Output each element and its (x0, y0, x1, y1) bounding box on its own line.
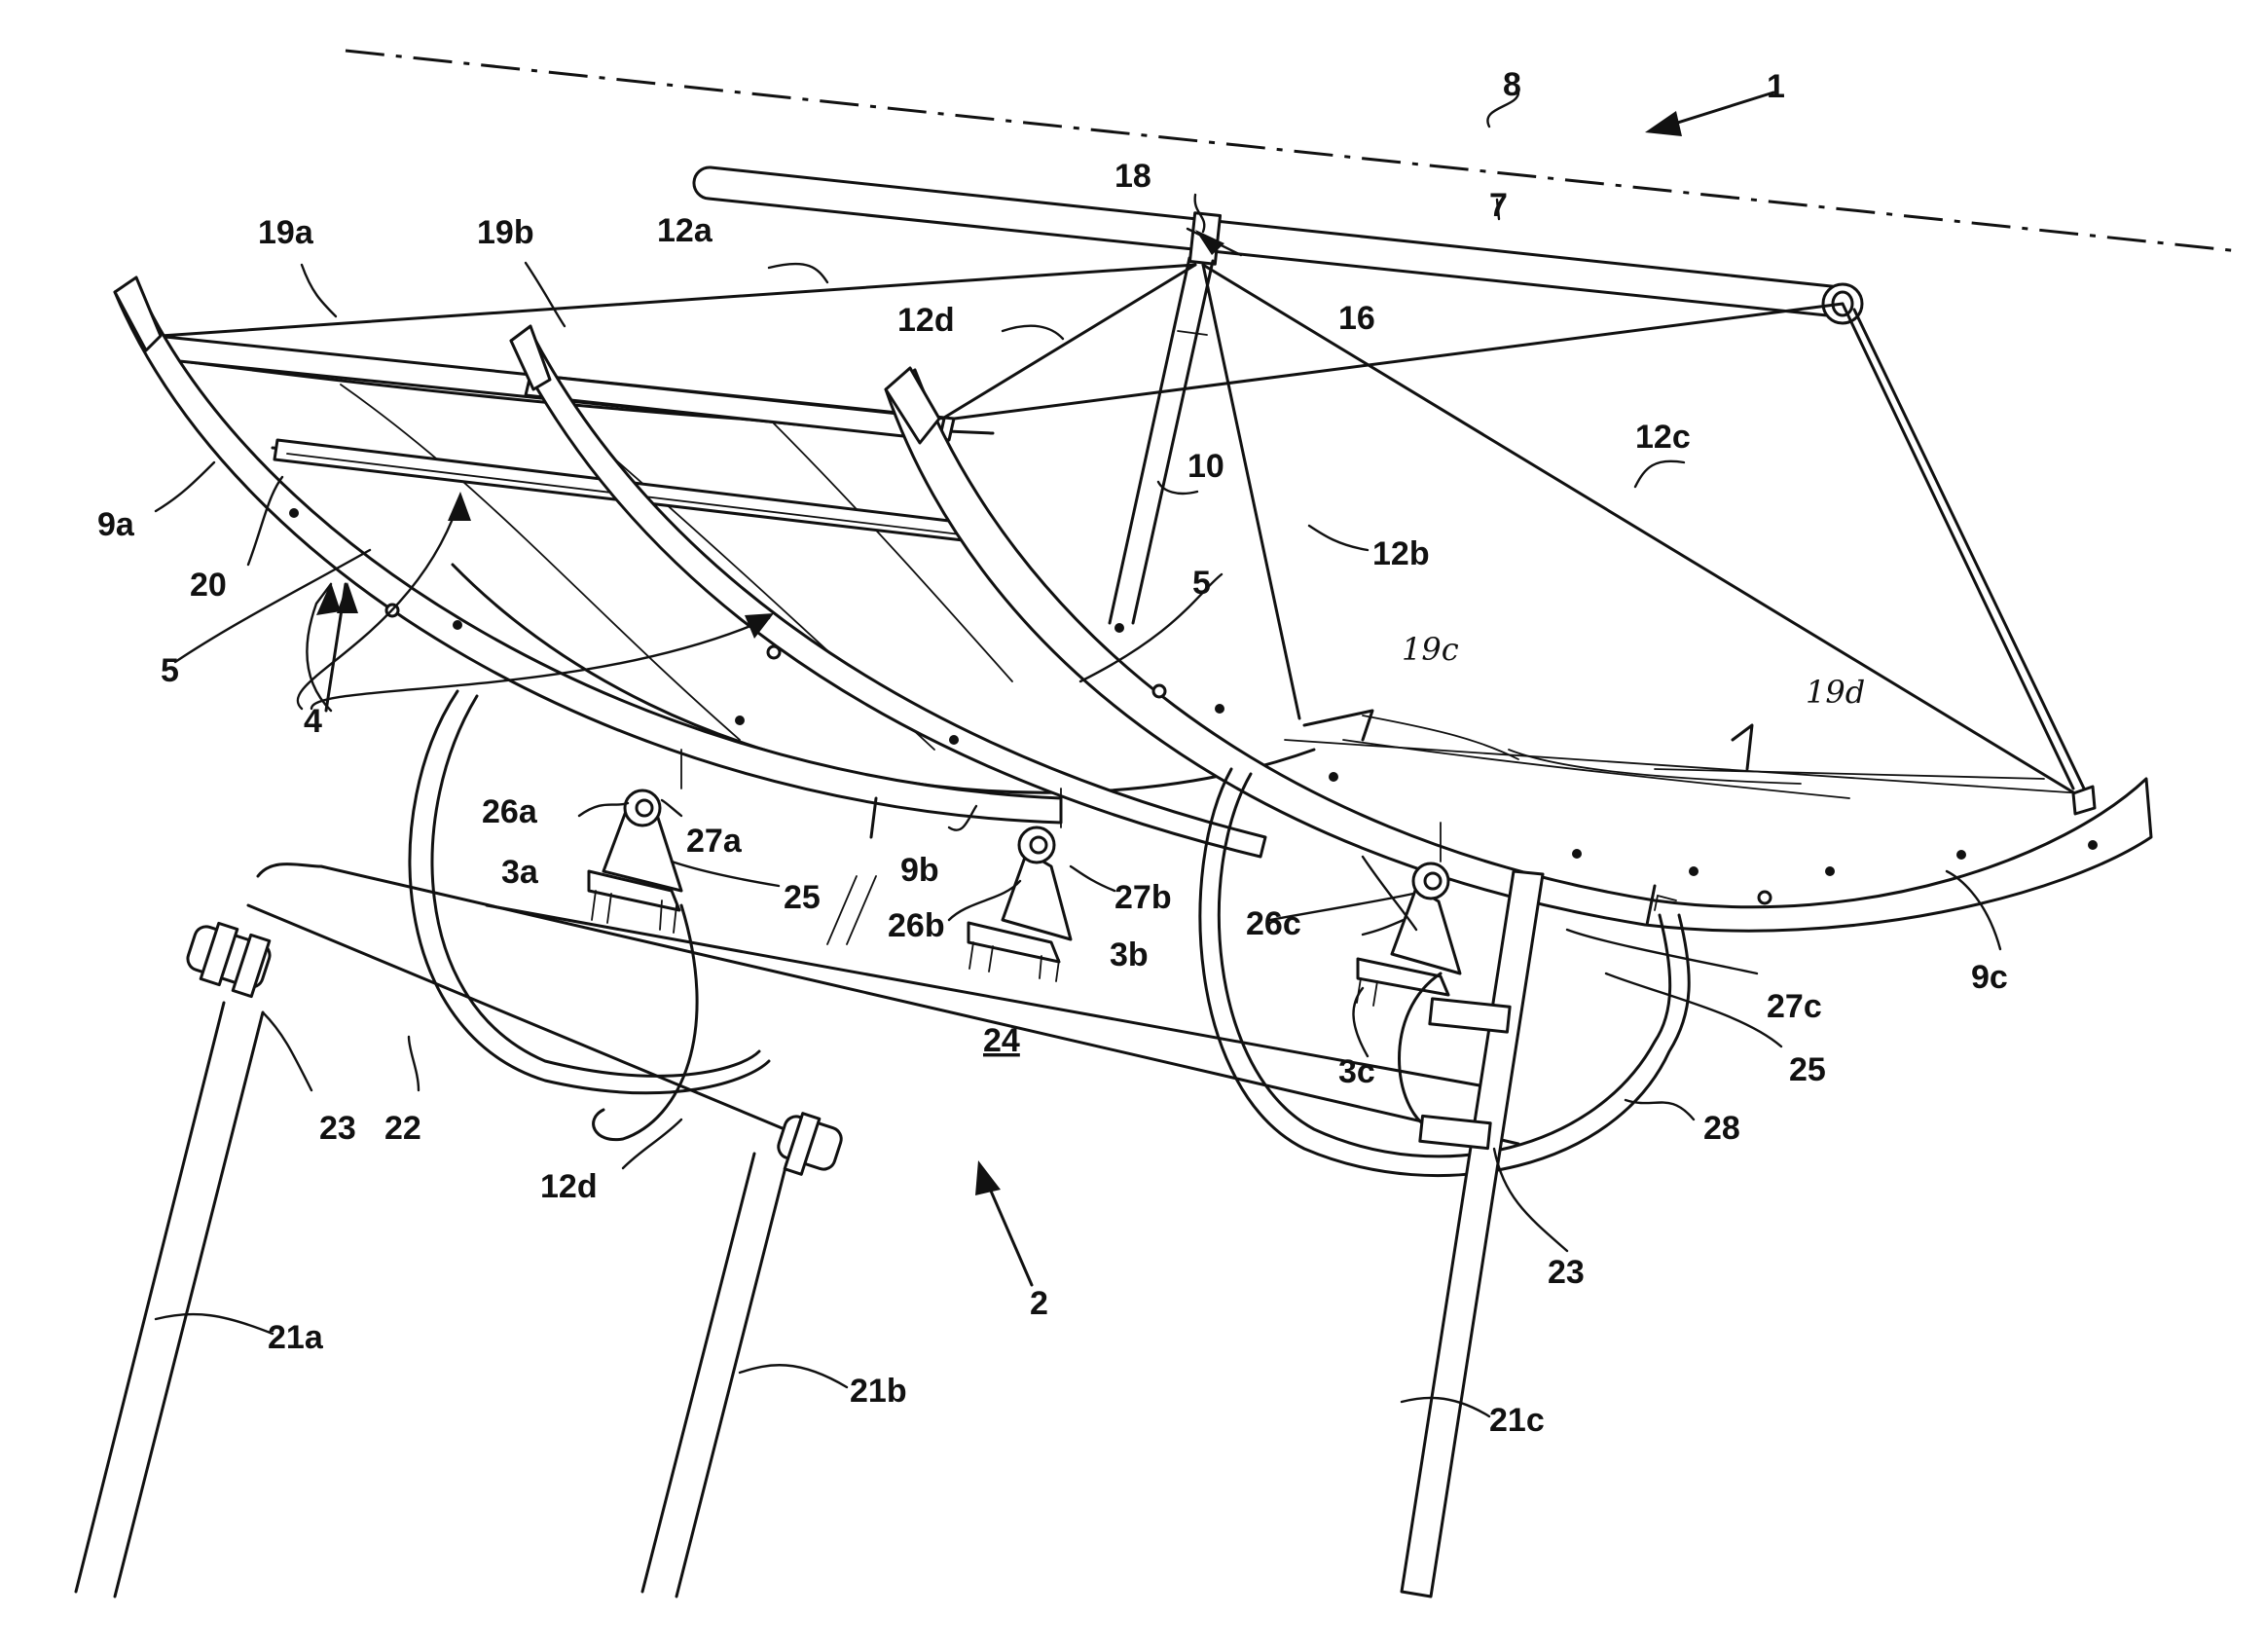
label-12d-top: 12d (897, 302, 955, 339)
label-2: 2 (1030, 1285, 1048, 1322)
label-21b: 21b (850, 1373, 907, 1410)
label-26c: 26c (1246, 905, 1301, 942)
base-frame (248, 864, 1518, 1145)
label-26b: 26b (888, 907, 945, 944)
label-28: 28 (1703, 1110, 1740, 1147)
label-26a: 26a (482, 793, 538, 830)
label-5-mid: 5 (1192, 565, 1211, 602)
label-23-right: 23 (1548, 1254, 1585, 1291)
label-27c: 27c (1767, 988, 1822, 1025)
label-9b: 9b (900, 852, 939, 889)
cable-loop-c (1400, 973, 1442, 1129)
label-5-left: 5 (161, 652, 179, 689)
reflector-panels (175, 360, 2083, 798)
label-21c: 21c (1489, 1402, 1545, 1439)
label-3b: 3b (1110, 936, 1149, 973)
axis-line (346, 51, 2239, 251)
label-19a: 19a (258, 214, 314, 251)
label-19d: 19d (1806, 674, 1865, 711)
label-27b: 27b (1114, 879, 1172, 916)
support-pipe (694, 167, 1862, 323)
label-12d-bottom: 12d (540, 1168, 598, 1205)
label-12a: 12a (657, 212, 713, 249)
label-18: 18 (1114, 158, 1151, 195)
label-3c: 3c (1338, 1053, 1375, 1090)
label-20: 20 (190, 567, 227, 604)
label-9a: 9a (97, 506, 135, 543)
label-24: 24 (983, 1022, 1020, 1059)
label-21a: 21a (268, 1319, 324, 1356)
tension-cables (161, 265, 2085, 798)
label-9c: 9c (1971, 959, 2008, 996)
label-4: 4 (304, 703, 322, 740)
label-19b: 19b (477, 214, 534, 251)
label-25-left: 25 (784, 879, 821, 916)
label-27a: 27a (686, 823, 743, 860)
label-10: 10 (1187, 448, 1224, 485)
label-12b: 12b (1372, 535, 1430, 572)
reference-labels: 1 8 7 18 12a 19a 19b 12d 16 12c 10 12b 9… (97, 66, 2008, 1439)
label-8: 8 (1503, 66, 1521, 103)
label-23-left: 23 (319, 1110, 356, 1147)
label-22: 22 (384, 1110, 421, 1147)
label-16: 16 (1338, 300, 1375, 337)
label-3a: 3a (501, 854, 539, 891)
frame-9c (886, 368, 2151, 931)
label-1: 1 (1767, 68, 1785, 105)
label-19c: 19c (1402, 631, 1459, 668)
label-7: 7 (1489, 187, 1508, 224)
drive-unit-3a (589, 750, 681, 933)
label-25-right: 25 (1789, 1051, 1826, 1088)
label-12c: 12c (1635, 419, 1691, 456)
